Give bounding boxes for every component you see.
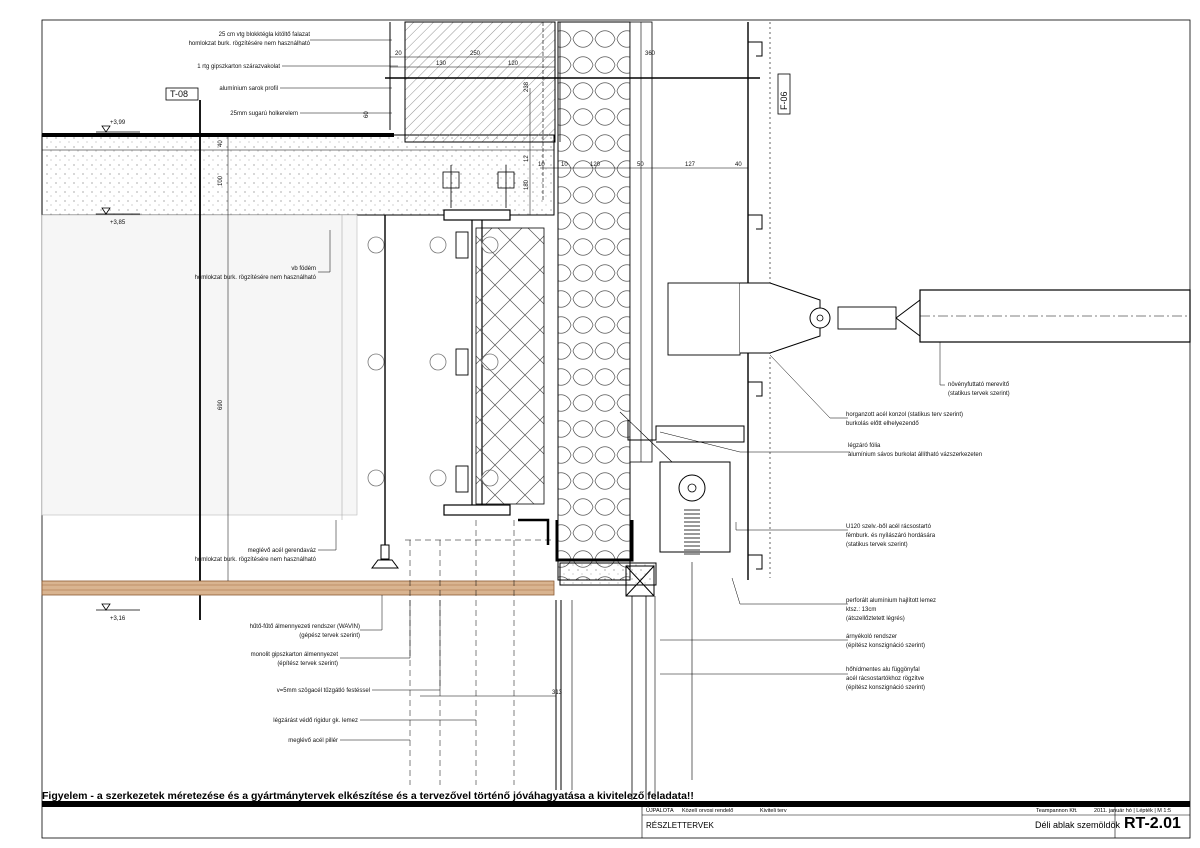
label-u120-3: (statikus tervek szerint) [846, 542, 908, 548]
label-bracket-1: horganzott acél konzol (statikus terv sz… [846, 412, 963, 418]
label-beam-1: meglévő acél gerendaváz [248, 548, 316, 554]
pin-icon [809, 307, 831, 329]
label-plant-support-2: (statikus tervek szerint) [948, 391, 1010, 397]
label-brick-wall-2: homlokzat burk. rögzítésére nem használh… [189, 41, 311, 47]
u120-channel [555, 520, 634, 562]
level-399: +3,99 [110, 120, 126, 126]
bracket-box [667, 282, 741, 356]
dim-10a: 10 [538, 162, 545, 168]
dim-40a: 40 [218, 140, 224, 147]
label-foil-2: alumínium sávos burkolat állítható vázsz… [848, 452, 982, 458]
dim-238: 238 [524, 81, 530, 92]
label-u120-2: fémburk. és nyílászáró hordására [846, 533, 936, 539]
dim-40b: 40 [735, 162, 742, 168]
label-gypsum-ceiling-2: (építész tervek szerint) [277, 661, 338, 667]
steel-beam [443, 209, 511, 221]
dim-130: 130 [436, 61, 447, 67]
dim-120a: 120 [508, 61, 519, 67]
label-existing-column: meglévő acél pillér [288, 738, 338, 744]
title-bar [42, 801, 1190, 807]
dim-10b: 10 [561, 162, 568, 168]
dim-12: 12 [524, 155, 530, 162]
dim-127: 127 [685, 162, 696, 168]
mineral-wool-wall [557, 21, 631, 581]
tb-sheet-title: Déli ablak szemöldök [1034, 820, 1120, 830]
label-plant-support-1: növényfuttató merevítő [948, 382, 1010, 388]
shading-box [659, 461, 731, 553]
dim-60: 60 [364, 111, 370, 118]
label-cove: 25mm sugarú holkerelem [230, 111, 298, 117]
level-385: +3,85 [110, 220, 126, 226]
dim-120b: 120 [590, 162, 601, 168]
tb-office: Teampannon Kft. [1036, 808, 1078, 814]
tag-f06: F-06 [779, 91, 789, 110]
tb-phase: Kiviteli terv [760, 808, 787, 814]
label-brick-wall-1: 25 cm vtg blokktégla kitöltő falazat [219, 32, 311, 38]
ceiling-wood [41, 580, 555, 596]
dim-250: 250 [470, 51, 481, 57]
label-gypsum-plaster: 1 rtg gipszkarton szárazvakolat [197, 64, 280, 70]
label-shading-2: (építész konszignáció szerint) [846, 643, 925, 649]
tb-project: ÚJPALOTA [646, 808, 674, 814]
label-slab-2: homlokzat burk. rögzítésére nem használh… [195, 275, 317, 281]
label-ceiling-sys-1: hűtő-fűtő álmennyezeti rendszer (WAVIN) [250, 624, 360, 630]
dim-313: 313 [552, 690, 563, 696]
label-airtight-board: légzárást védő rigidur gk. lemez [273, 718, 358, 724]
title-block: ÚJPALOTA Közelí orvosi rendelő Kiviteli … [42, 801, 1190, 839]
label-curtain-3: (építész konszignáció szerint) [846, 685, 925, 691]
label-steel-plate: v=5mm szögacél tűzgátló festéssel [277, 688, 370, 694]
label-curtain-2: acél rácsostartókhoz rögzítve [846, 676, 925, 682]
label-alu-profile: alumínium sarok profil [219, 86, 278, 92]
dim-180: 180 [524, 179, 530, 190]
dim-360: 360 [645, 51, 656, 57]
tag-t08: T-08 [170, 89, 188, 99]
label-perforated-2: ktsz.: 13cm [846, 607, 876, 613]
tb-drawing-type: RÉSZLETTERVEK [646, 821, 714, 830]
dim-690: 690 [218, 399, 224, 410]
label-foil-1: légzáró fólia [848, 443, 881, 449]
label-shading-1: árnyékoló rendszer [846, 634, 897, 640]
warning-note: Figyelem - a szerkezetek méretezése és a… [42, 790, 694, 802]
label-curtain-1: hőhídmentes alu függönyfal [846, 667, 920, 673]
dim-20: 20 [395, 51, 402, 57]
roller-icon [678, 474, 706, 502]
tb-subject: Közelí orvosi rendelő [682, 808, 734, 814]
dim-50: 50 [637, 162, 644, 168]
label-gypsum-ceiling-1: monolit gipszkarton álmennyezet [251, 652, 339, 658]
tb-sheet-number: RT-2.01 [1124, 815, 1181, 832]
tb-date-scale: 2011. január hó | Lépték | M 1:5 [1094, 808, 1172, 814]
label-slab-1: vb födém [291, 266, 316, 272]
beam-insulation [475, 227, 545, 505]
label-perforated-3: (átszellőztetett légrés) [846, 616, 905, 622]
concrete-slab [41, 134, 555, 216]
label-ceiling-sys-2: (gépész tervek szerint) [299, 633, 360, 639]
level-316: +3,16 [110, 616, 126, 622]
label-beam-2: homlokzat burk. rögzítésére nem használh… [195, 557, 317, 563]
brick-wall [404, 21, 556, 143]
floor-finish [42, 133, 394, 137]
label-u120-1: U120 szelv.-ből acél rácsostartó [846, 524, 932, 530]
level-marker [96, 125, 140, 611]
dim-100a: 100 [218, 175, 224, 186]
label-bracket-2: burkolás előtt elhelyezendő [846, 421, 919, 427]
label-perforated-1: perforált alumínium hajlított lemez [846, 598, 936, 604]
window-head [559, 562, 657, 586]
